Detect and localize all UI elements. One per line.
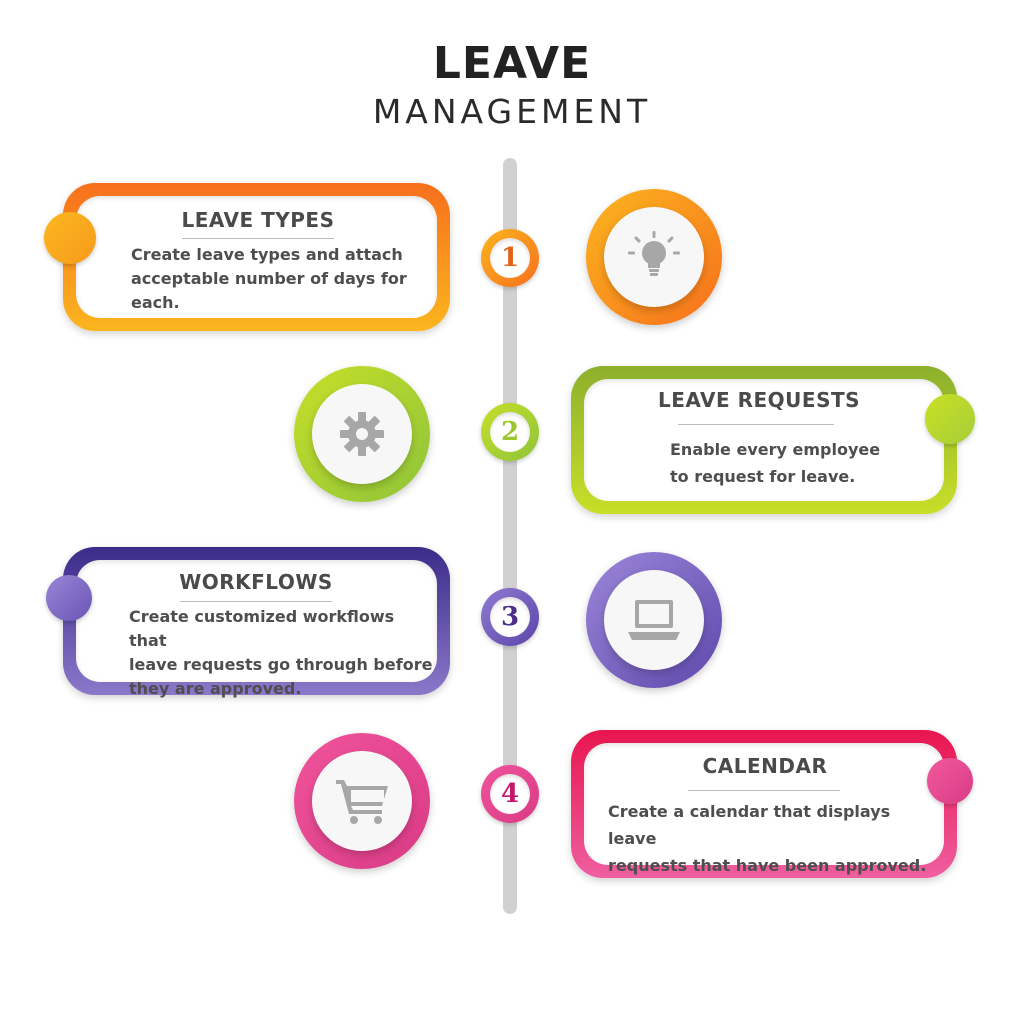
- step-4-card-dot: [927, 758, 973, 804]
- step-3-desc-line: Create customized workflows that: [129, 607, 395, 650]
- step-1-number-badge: 1: [481, 229, 539, 287]
- step-3-title-rule: [180, 601, 332, 602]
- step-4-icon-badge: [294, 733, 430, 869]
- step-3-icon-badge: [586, 552, 722, 688]
- timeline-bar: [503, 158, 517, 914]
- step-1-card: [63, 183, 450, 331]
- step-1-card-dot: [44, 212, 96, 264]
- step-4-title: CALENDAR: [702, 754, 828, 778]
- step-3-card-dot: [46, 575, 92, 621]
- step-3-number: 3: [490, 597, 530, 637]
- laptop-icon: [628, 600, 680, 640]
- step-3-desc-line: leave requests go through before: [129, 655, 433, 674]
- step-1-description: Create leave types and attach acceptable…: [131, 243, 431, 315]
- step-3-description: Create customized workflows that leave r…: [129, 605, 434, 701]
- step-4-number-badge: 4: [481, 765, 539, 823]
- lightbulb-icon: [628, 231, 680, 276]
- step-2-title: LEAVE REQUESTS: [657, 388, 861, 412]
- step-2-desc-line: Enable every employee: [670, 440, 881, 459]
- step-2-number: 2: [490, 412, 530, 452]
- step-4-desc-line: requests that have been approved.: [608, 856, 927, 875]
- step-1-desc-line: acceptable number of days for: [131, 269, 407, 288]
- step-3-number-badge: 3: [481, 588, 539, 646]
- step-4-title-rule: [688, 790, 840, 791]
- step-4-desc-line: Create a calendar that displays leave: [608, 802, 891, 848]
- step-1-title: LEAVE TYPES: [181, 208, 335, 232]
- step-3-title: WORKFLOWS: [179, 570, 333, 594]
- page-title: LEAVE: [432, 38, 592, 89]
- step-4-card: [571, 730, 957, 878]
- page-subtitle: MANAGEMENT: [372, 92, 652, 131]
- step-2-card: [571, 366, 957, 514]
- step-4-number: 4: [490, 774, 530, 814]
- step-1-desc-line: Create leave types and attach: [131, 245, 403, 264]
- gear-icon: [340, 412, 384, 456]
- step-4-description: Create a calendar that displays leave re…: [608, 798, 938, 879]
- step-3-card: [63, 547, 450, 695]
- step-1-number: 1: [490, 238, 530, 278]
- step-3-desc-line: they are approved.: [129, 679, 302, 698]
- step-2-number-badge: 2: [481, 403, 539, 461]
- step-2-description: Enable every employee to request for lea…: [670, 436, 930, 490]
- shopping-cart-icon: [336, 780, 388, 824]
- step-1-icon-badge: [586, 189, 722, 325]
- step-2-card-dot: [925, 394, 975, 444]
- step-2-title-rule: [678, 424, 834, 425]
- step-2-desc-line: to request for leave.: [670, 467, 856, 486]
- step-1-title-rule: [182, 238, 334, 239]
- step-1-desc-line: each.: [131, 293, 180, 312]
- step-2-icon-badge: [294, 366, 430, 502]
